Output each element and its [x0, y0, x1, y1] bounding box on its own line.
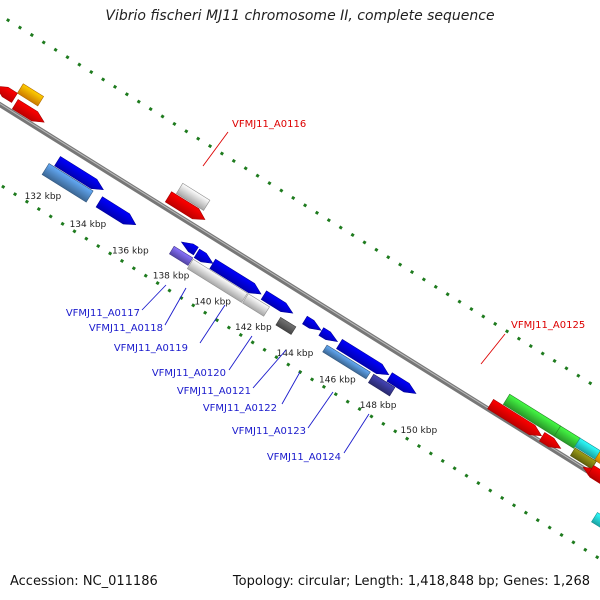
backbone-highlight: [0, 103, 600, 479]
gene-arrow: [164, 191, 206, 220]
gene-arrow: [168, 245, 194, 266]
map-title: Vibrio fischeri MJ11 chromosome II, comp…: [105, 8, 495, 24]
backbone: [0, 101, 600, 482]
tick-label: 144 kbp: [277, 349, 314, 359]
gene-label: VFMJ11_A0121: [177, 386, 251, 397]
gene-arrow: [95, 196, 137, 226]
gene-arrow: [594, 451, 600, 464]
gene-label: VFMJ11_A0117: [66, 308, 140, 319]
backbone-line: [0, 101, 600, 482]
gene-arrow: [242, 293, 270, 317]
label-leader-line: [141, 284, 167, 311]
gene-arrow: [318, 327, 339, 343]
tick-label: 142 kbp: [235, 323, 272, 333]
label-leader-line: [480, 333, 506, 365]
gene-arrow: [538, 432, 562, 449]
tick-label: 138 kbp: [153, 272, 190, 282]
label-leader-line: [199, 304, 226, 344]
tick-label: 150 kbp: [401, 426, 438, 436]
gene-arrow: [487, 398, 543, 437]
gene-arrow: [322, 344, 371, 380]
tick-label: 146 kbp: [319, 375, 356, 385]
label-leader-line: [164, 287, 187, 326]
tick-label: 134 kbp: [70, 220, 107, 230]
gene-arrow: [186, 258, 248, 303]
gene-arrow: [591, 512, 600, 528]
tick-label: 148 kbp: [360, 401, 397, 411]
gene-arrow: [275, 316, 297, 335]
gene-arrow: [11, 99, 45, 123]
gene-label: VFMJ11_A0118: [89, 323, 163, 334]
gene-arrow: [386, 372, 417, 394]
tick-label: 132 kbp: [25, 192, 62, 202]
label-leader-line: [281, 371, 301, 405]
gene-label: VFMJ11_A0124: [267, 452, 341, 463]
gene-arrow: [0, 86, 18, 103]
ticks: 132 kbp 134 kbp 136 kbp 138 kbp 140 kbp 142 k…: [25, 192, 438, 436]
genes: [0, 83, 600, 528]
gene-arrow: [260, 290, 294, 314]
gene-arrow: [209, 258, 262, 295]
gene-arrow: [41, 163, 94, 203]
dotted-guides: [0, 13, 600, 561]
label-leader-line: [307, 391, 334, 429]
label-leader-line: [202, 131, 229, 167]
label-leader-line: [252, 349, 287, 389]
gene-arrow: [553, 425, 581, 449]
gene-label: VFMJ11_A0125: [511, 320, 585, 331]
gene-arrow: [16, 83, 45, 107]
accession-text: Accession: NC_011186: [10, 574, 158, 589]
gene-arrow: [180, 241, 199, 256]
gene-arrow: [193, 248, 214, 264]
tick-label: 136 kbp: [112, 246, 149, 256]
label-leader-line: [228, 335, 253, 371]
gene-arrow: [367, 373, 396, 397]
gene-label: VFMJ11_A0120: [152, 368, 226, 379]
tick-label: 140 kbp: [194, 298, 231, 308]
gene-label: VFMJ11_A0123: [232, 426, 306, 437]
topology-summary: Topology: circular; Length: 1,418,848 bp…: [232, 574, 590, 589]
gene-arrow: [175, 182, 211, 211]
label-leader-line: [343, 413, 370, 454]
gene-label: VFMJ11_A0122: [203, 403, 277, 414]
gene-arrow: [336, 338, 390, 376]
gene-arrow: [54, 156, 104, 191]
gene-arrow: [587, 465, 600, 483]
gene-arrow: [302, 315, 322, 331]
gene-label: VFMJ11_A0119: [114, 343, 188, 354]
gene-label: VFMJ11_A0116: [232, 119, 306, 130]
